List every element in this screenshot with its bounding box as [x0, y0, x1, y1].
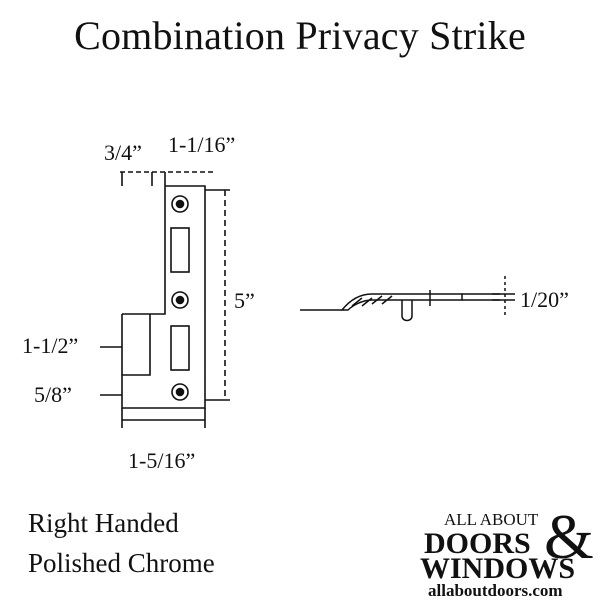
dim-label-side-upper: 1-1/2” — [22, 333, 78, 358]
dim-label-top-right: 1-1/16” — [168, 132, 235, 157]
dim-label-side-lower: 5/8” — [34, 382, 72, 407]
logo-top-text: ALL ABOUT — [444, 510, 539, 529]
side-profile — [300, 276, 515, 322]
screw-hole-bottom — [171, 383, 189, 401]
logo-url-text: allaboutdoors.com — [428, 581, 563, 600]
page-title: Combination Privacy Strike — [74, 13, 526, 58]
screw-hole-middle — [171, 291, 189, 309]
caption-finish: Polished Chrome — [28, 548, 215, 578]
logo-doors-text: DOORS — [424, 527, 531, 560]
dim-label-top-left: 3/4” — [104, 140, 142, 165]
latch-slot-upper — [170, 227, 190, 273]
logo-windows-text: WINDOWS — [420, 552, 575, 585]
latch-slot-lower — [170, 325, 190, 371]
strike-plate-outline — [121, 185, 206, 409]
dim-label-thickness: 1/20” — [520, 287, 569, 312]
screw-hole-top — [171, 195, 189, 213]
dim-label-bottom: 1-5/16” — [128, 448, 195, 473]
dim-label-height: 5” — [234, 288, 255, 313]
caption-handedness: Right Handed — [28, 508, 179, 538]
logo-ampersand: & — [544, 501, 594, 572]
